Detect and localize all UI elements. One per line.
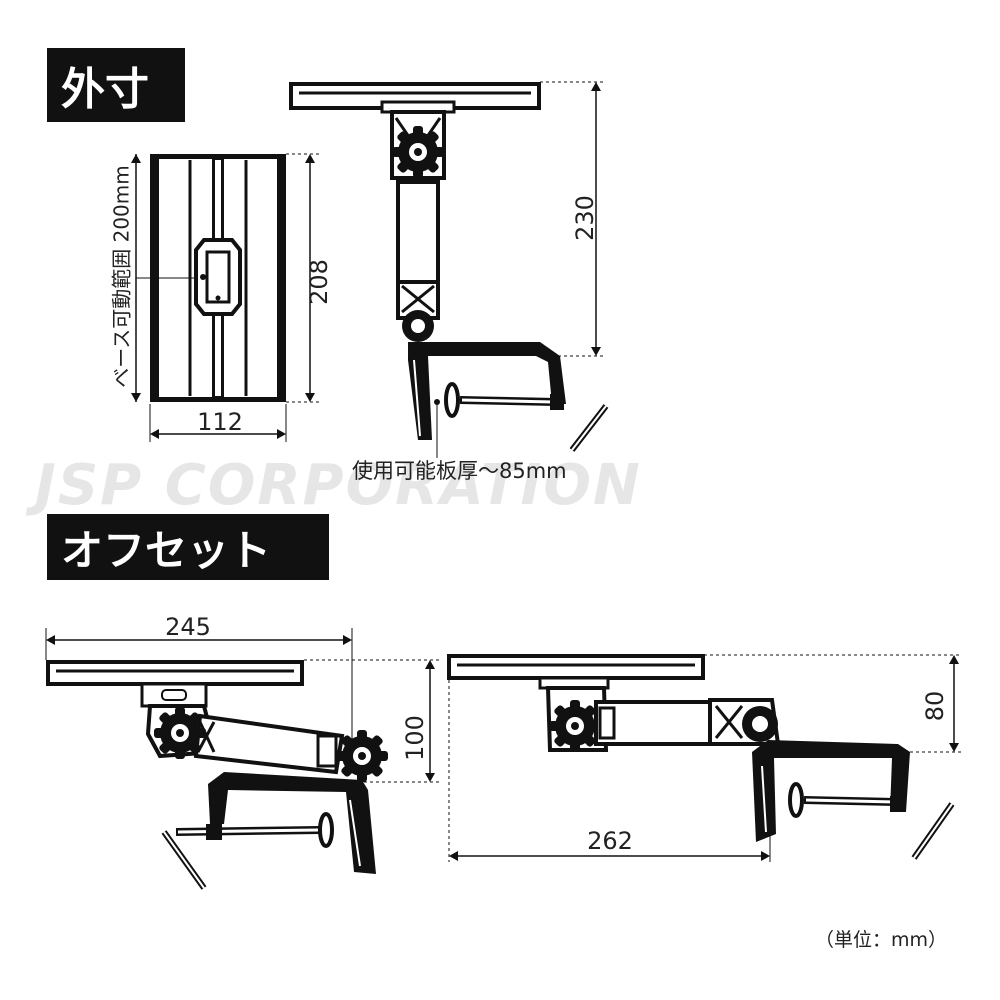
dimension-label-262: 262 <box>587 827 633 855</box>
bracket-vertical-view <box>289 81 609 458</box>
section-badge-outer-dimensions: 外寸 <box>47 48 185 122</box>
dimension-label-245: 245 <box>165 613 211 641</box>
dimension-label-230: 230 <box>571 195 599 241</box>
board-thickness-label: 使用可能板厚～85mm <box>352 459 567 483</box>
base-plate-top-view <box>131 153 322 442</box>
unit-label: （単位：mm） <box>815 929 948 951</box>
offset-view-262 <box>447 654 962 862</box>
dimension-label-100: 100 <box>401 715 429 761</box>
watermark: JSP CORPORATION <box>35 452 642 518</box>
dimension-label-80: 80 <box>921 690 949 722</box>
offset-view-245 <box>45 628 440 890</box>
base-range-label: ベース可動範囲 200mm <box>109 165 134 388</box>
section-badge-offset: オフセット <box>47 514 329 580</box>
dimension-label-112: 112 <box>197 408 243 436</box>
dimension-label-208: 208 <box>305 259 333 305</box>
